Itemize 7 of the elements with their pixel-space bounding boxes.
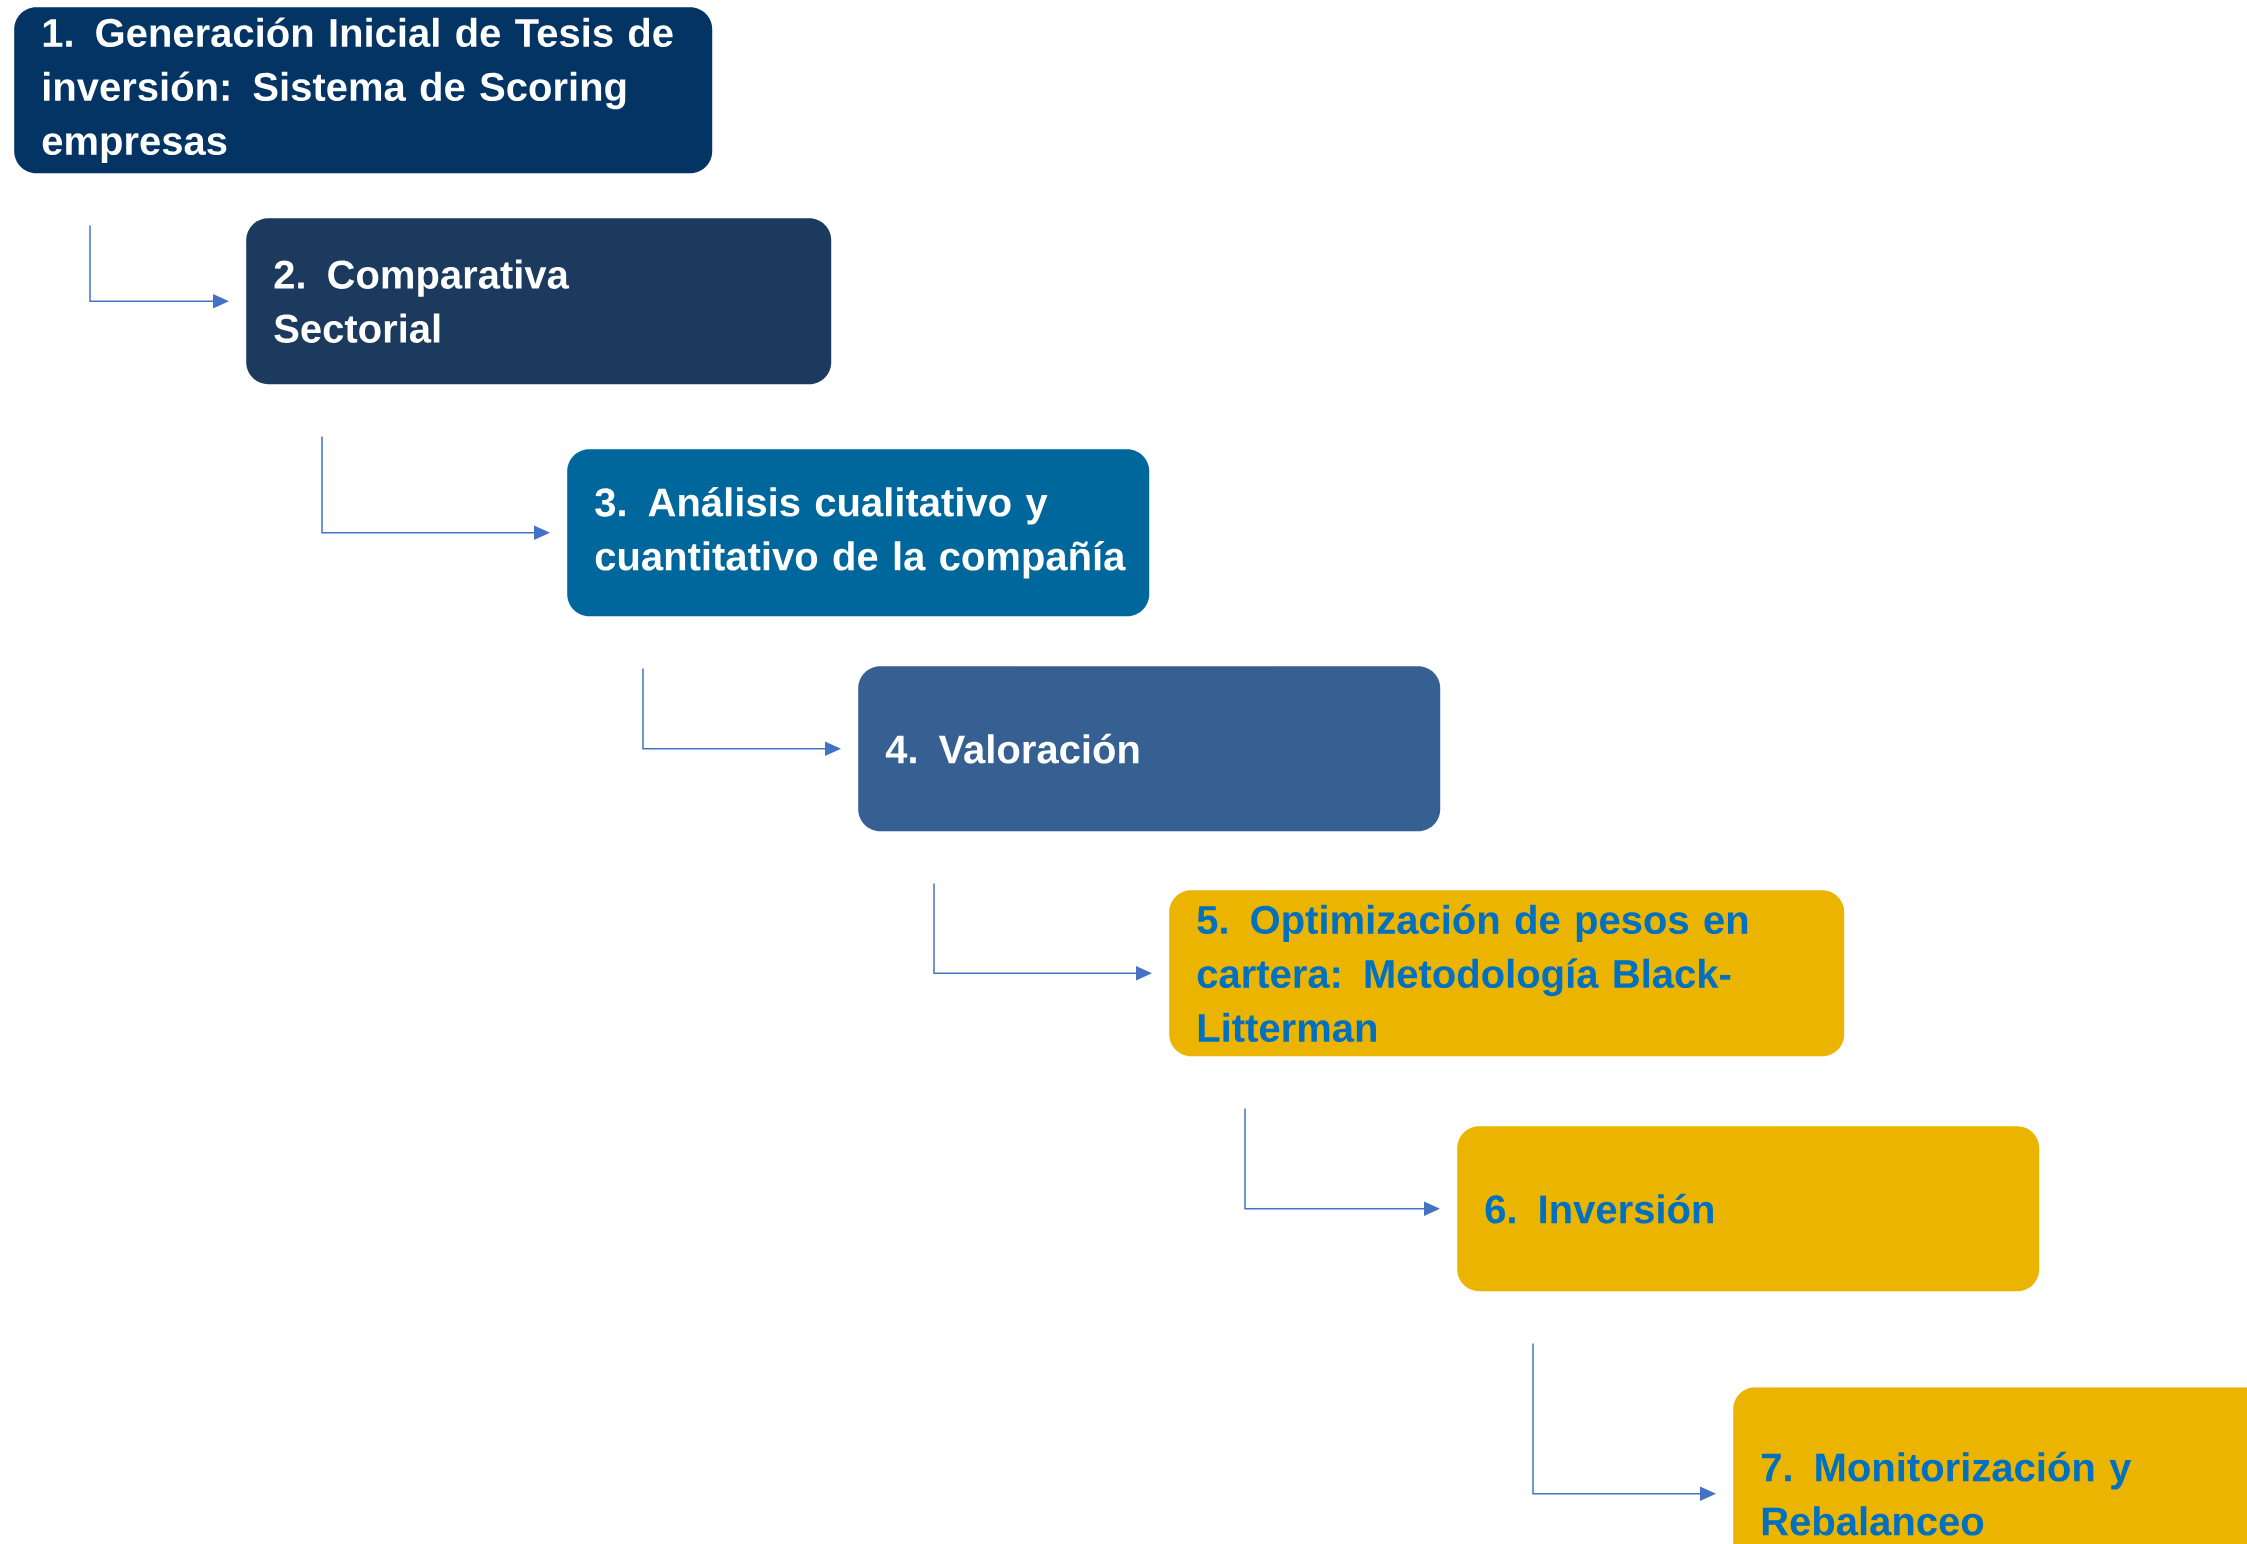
process-box: 1. Generación Inicial de Tesis de inversión: Sistema de Scoring empresas xyxy=(14,7,713,174)
process-box: 7. Monitorización y Rebalanceo xyxy=(1733,1387,2247,1544)
process-box: 5. Optimización de pesos en cartera: Metodología Black-Litterman xyxy=(1169,890,1845,1057)
process-box: 4. Valoración xyxy=(858,666,1441,832)
process-box: 3. Análisis cualitativo y cuantitativo de la compañía xyxy=(567,449,1150,617)
process-box: 2. Comparativa Sectorial xyxy=(246,218,832,385)
process-box: 6. Inversión xyxy=(1457,1126,2040,1292)
